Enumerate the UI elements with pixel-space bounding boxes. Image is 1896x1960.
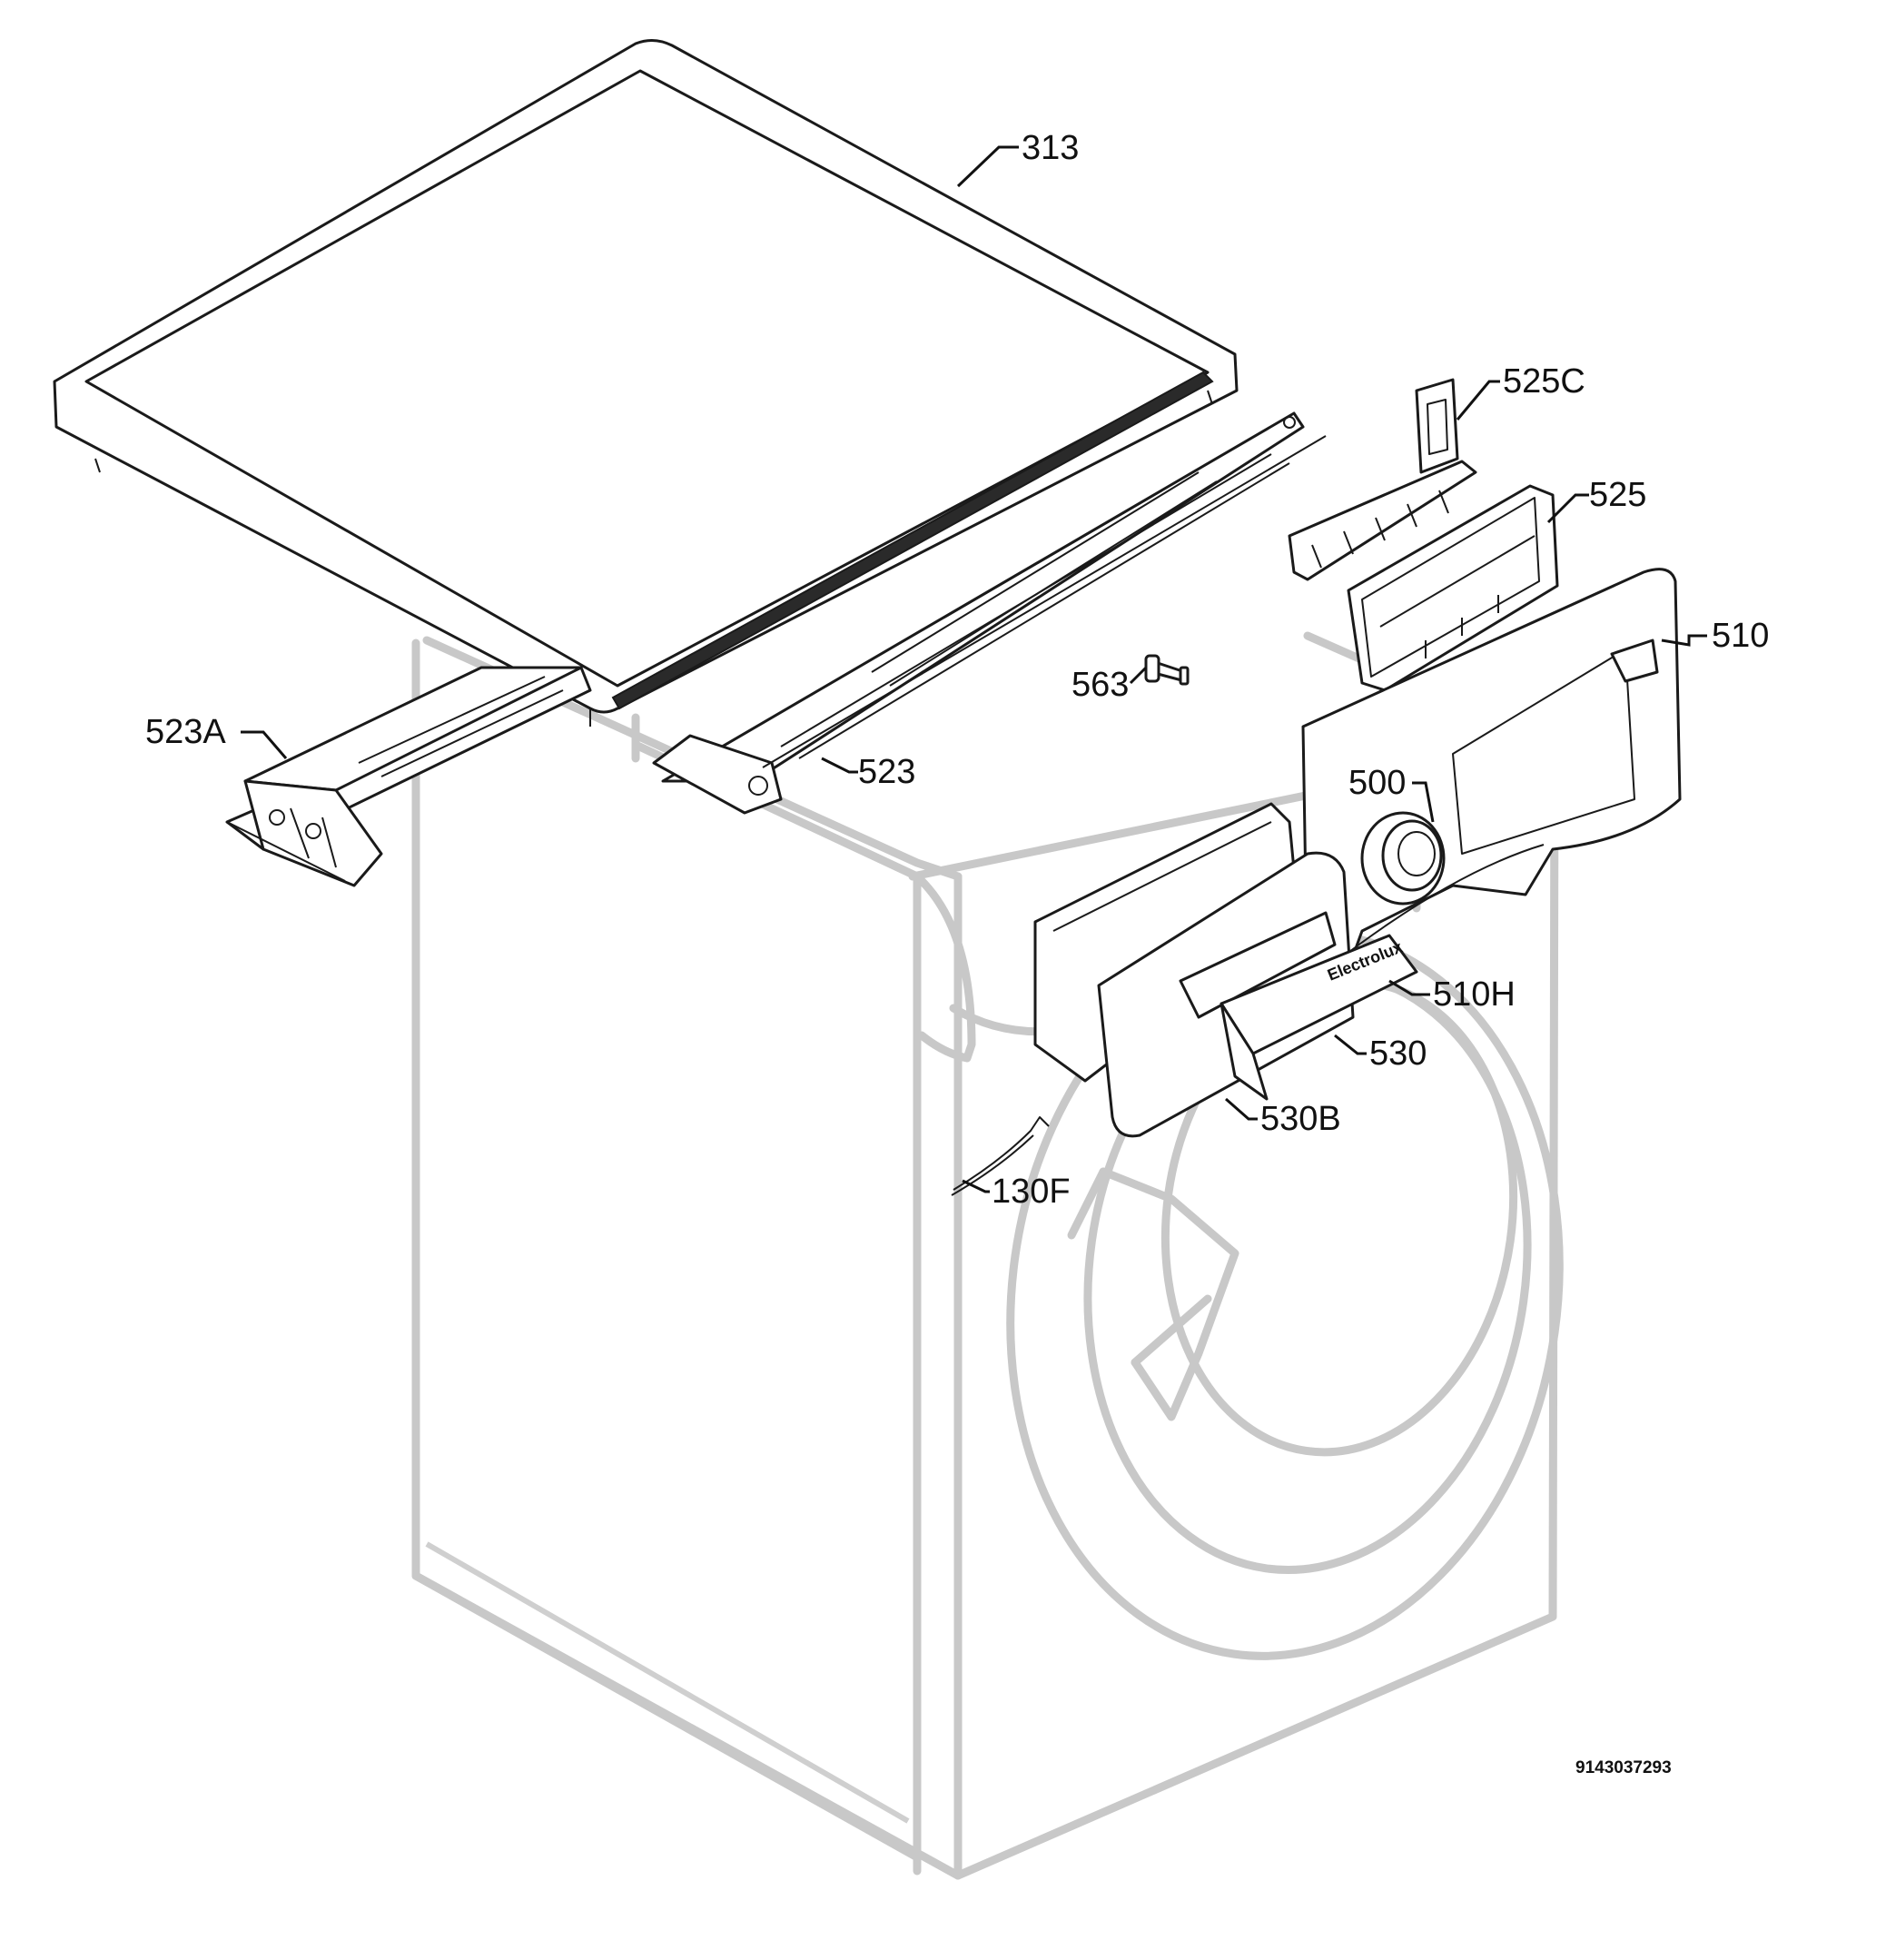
leader-313 (956, 145, 1019, 188)
leader-130F (962, 1179, 990, 1193)
leader-523 (821, 757, 858, 774)
callout-510H: 510H (1433, 975, 1516, 1014)
leader-lines (241, 145, 1707, 1193)
callout-labels: 313 525C 525 510 563 523A 523 500 510H 5… (145, 129, 1769, 1211)
callout-563: 563 (1071, 666, 1129, 704)
leader-563 (1129, 666, 1148, 685)
callout-525: 525 (1589, 476, 1646, 514)
connector-strip (1288, 378, 1477, 581)
leader-510 (1661, 634, 1707, 647)
rear-rail-assembly (225, 666, 592, 887)
callout-523A: 523A (145, 713, 226, 751)
callout-510: 510 (1712, 617, 1769, 655)
callout-530: 530 (1369, 1034, 1427, 1073)
program-knob (1360, 811, 1446, 906)
leader-525 (1546, 493, 1589, 524)
document-number: 9143037293 (1575, 1758, 1672, 1777)
top-lid (53, 39, 1239, 727)
dispenser-drawer: Electrolux (1033, 802, 1418, 1138)
display-module (1347, 484, 1559, 692)
callout-130F: 130F (992, 1173, 1071, 1211)
leader-500 (1412, 781, 1435, 823)
leader-525C (1456, 380, 1500, 421)
callout-313: 313 (1022, 129, 1079, 167)
callout-500: 500 (1348, 764, 1406, 802)
leader-530 (1334, 1034, 1367, 1055)
callout-530B: 530B (1260, 1100, 1341, 1138)
callout-523: 523 (858, 753, 915, 791)
leader-530B (1225, 1097, 1258, 1121)
callout-525C: 525C (1503, 362, 1585, 401)
screw (1144, 654, 1190, 686)
leader-510H (1388, 979, 1430, 996)
leader-523A (241, 730, 288, 759)
side-rail-assembly (652, 411, 1327, 815)
